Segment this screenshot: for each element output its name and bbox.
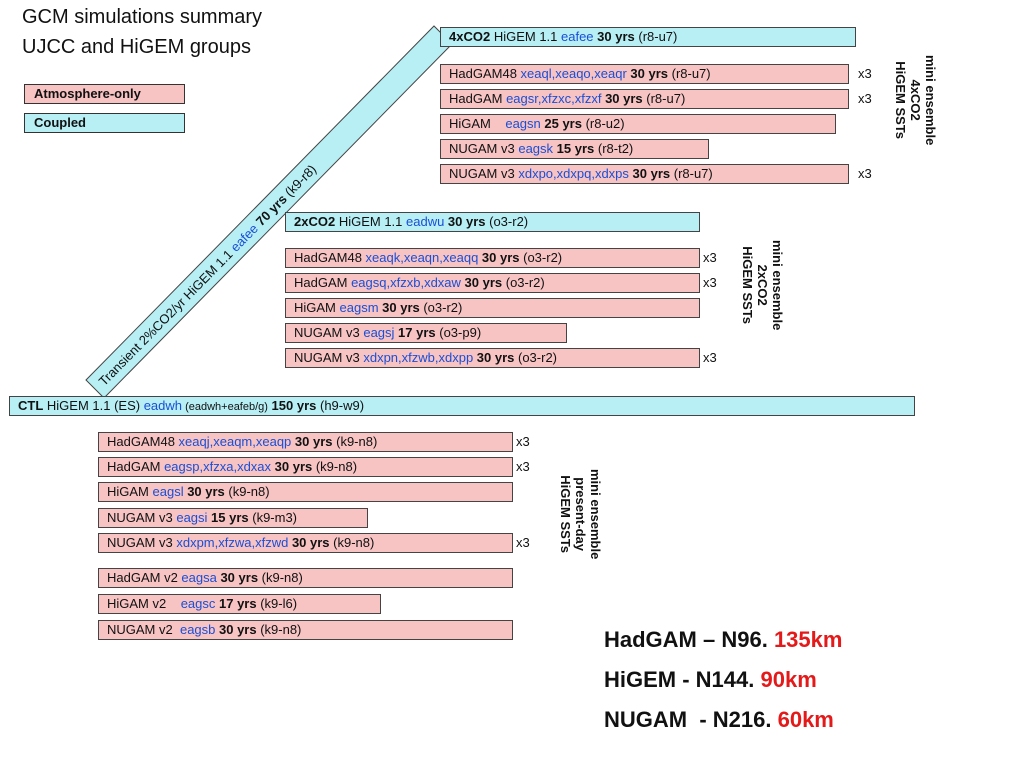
x3-marker: x3 (516, 535, 530, 550)
x3-marker: x3 (858, 166, 872, 181)
atmos-2xco2-row: NUGAM v3 eagsj 17 yrs (o3-p9) (285, 323, 567, 343)
coupled-2xco2-bar: 2xCO2 HiGEM 1.1 eadwu 30 yrs (o3-r2) (285, 212, 700, 232)
atmos-2xco2-row: HadGAM eagsq,xfzxb,xdxaw 30 yrs (o3-r2) (285, 273, 700, 293)
atmos-ctl-row: NUGAM v3 eagsi 15 yrs (k9-m3) (98, 508, 368, 528)
atmos-4xco2-row: HiGAM eagsn 25 yrs (r8-u2) (440, 114, 836, 134)
legend-atmosphere-only: Atmosphere-only (24, 84, 185, 104)
atmos-4xco2-row: NUGAM v3 xdxpo,xdxpq,xdxps 30 yrs (r8-u7… (440, 164, 849, 184)
resolution-higem: HiGEM - N144. 90km (604, 667, 817, 692)
atmos-ctl-row: HadGAM48 xeaqj,xeaqm,xeaqp 30 yrs (k9-n8… (98, 432, 513, 452)
atmos-ctl-row: NUGAM v2 eagsb 30 yrs (k9-n8) (98, 620, 513, 640)
atmos-ctl-row: NUGAM v3 xdxpm,xfzwa,xfzwd 30 yrs (k9-n8… (98, 533, 513, 553)
x3-marker: x3 (516, 434, 530, 449)
x3-marker: x3 (703, 250, 717, 265)
atmos-2xco2-row: HiGAM eagsm 30 yrs (o3-r2) (285, 298, 700, 318)
coupled-ctl-bar: CTL HiGEM 1.1 (ES) eadwh (eadwh+eafeb/g)… (9, 396, 915, 416)
atmos-4xco2-row: HadGAM48 xeaql,xeaqo,xeaqr 30 yrs (r8-u7… (440, 64, 849, 84)
x3-marker: x3 (858, 66, 872, 81)
atmos-ctl-row: HiGAM eagsl 30 yrs (k9-n8) (98, 482, 513, 502)
atmos-4xco2-row: NUGAM v3 eagsk 15 yrs (r8-t2) (440, 139, 709, 159)
group-label-present-day: mini ensemble present-day HiGEM SSTs (558, 469, 603, 560)
x3-marker: x3 (858, 91, 872, 106)
atmos-2xco2-row: NUGAM v3 xdxpn,xfzwb,xdxpp 30 yrs (o3-r2… (285, 348, 700, 368)
atmos-ctl-row: HadGAM v2 eagsa 30 yrs (k9-n8) (98, 568, 513, 588)
x3-marker: x3 (703, 275, 717, 290)
atmos-ctl-row: HiGAM v2 eagsc 17 yrs (k9-l6) (98, 594, 381, 614)
atmos-2xco2-row: HadGAM48 xeaqk,xeaqn,xeaqq 30 yrs (o3-r2… (285, 248, 700, 268)
legend-coupled: Coupled (24, 113, 185, 133)
atmos-4xco2-row: HadGAM eagsr,xfzxc,xfzxf 30 yrs (r8-u7) (440, 89, 849, 109)
group-label-4xco2: mini ensemble 4xCO2 HiGEM SSTs (893, 55, 938, 146)
coupled-4xco2-bar: 4xCO2 HiGEM 1.1 eafee 30 yrs (r8-u7) (440, 27, 856, 47)
title-line-1: GCM simulations summary (22, 6, 263, 28)
atmos-ctl-row: HadGAM eagsp,xfzxa,xdxax 30 yrs (k9-n8) (98, 457, 513, 477)
x3-marker: x3 (703, 350, 717, 365)
x3-marker: x3 (516, 459, 530, 474)
group-label-2xco2: mini ensemble 2xCO2 HiGEM SSTs (740, 240, 785, 331)
resolution-nugam: NUGAM - N216. 60km (604, 707, 834, 732)
resolution-hadgam: HadGAM – N96. 135km (604, 627, 843, 652)
title-line-2: UJCC and HiGEM groups (22, 36, 251, 58)
